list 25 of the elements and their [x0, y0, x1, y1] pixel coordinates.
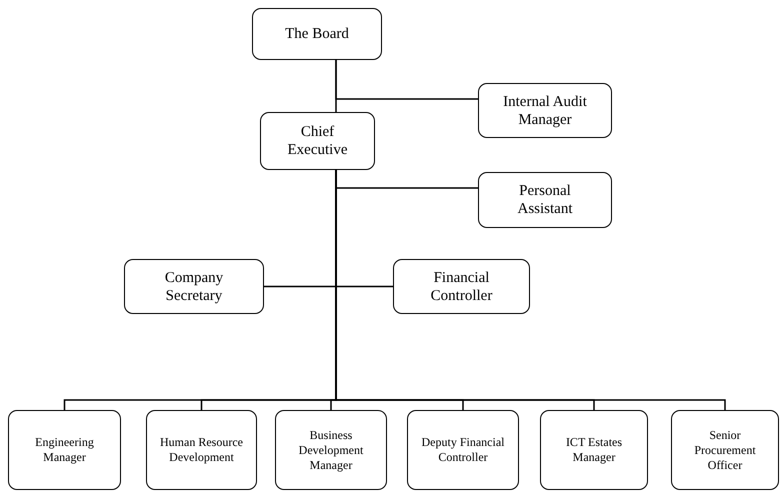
org-box — [393, 259, 530, 314]
org-box — [252, 8, 382, 60]
role-title: Chief Executive — [286, 123, 348, 159]
org-box — [671, 410, 779, 490]
role-title: ICT Estates Manager — [564, 435, 624, 465]
role-title: Personal Assistant — [516, 182, 574, 218]
role-title: Company Secretary — [164, 268, 224, 304]
org-box — [146, 410, 257, 490]
org-box — [275, 410, 387, 490]
role-title: Business Development Manager — [298, 428, 364, 472]
org-box — [478, 172, 612, 228]
org-box — [124, 259, 264, 314]
role-title: Human Resource Development — [159, 435, 244, 465]
org-box — [260, 112, 375, 170]
org-box — [8, 410, 121, 490]
role-title: Financial Controller — [430, 268, 494, 304]
role-title: Senior Procurement Officer — [693, 428, 757, 472]
connector-line — [335, 60, 478, 100]
org-box — [540, 410, 648, 490]
role-title: Internal Audit Manager — [502, 92, 588, 128]
role-title: Engineering Manager — [34, 435, 95, 465]
org-box — [478, 83, 612, 138]
role-title: Deputy Financial Controller — [420, 435, 506, 465]
role-title: The Board — [285, 25, 349, 43]
org-box — [407, 410, 519, 490]
